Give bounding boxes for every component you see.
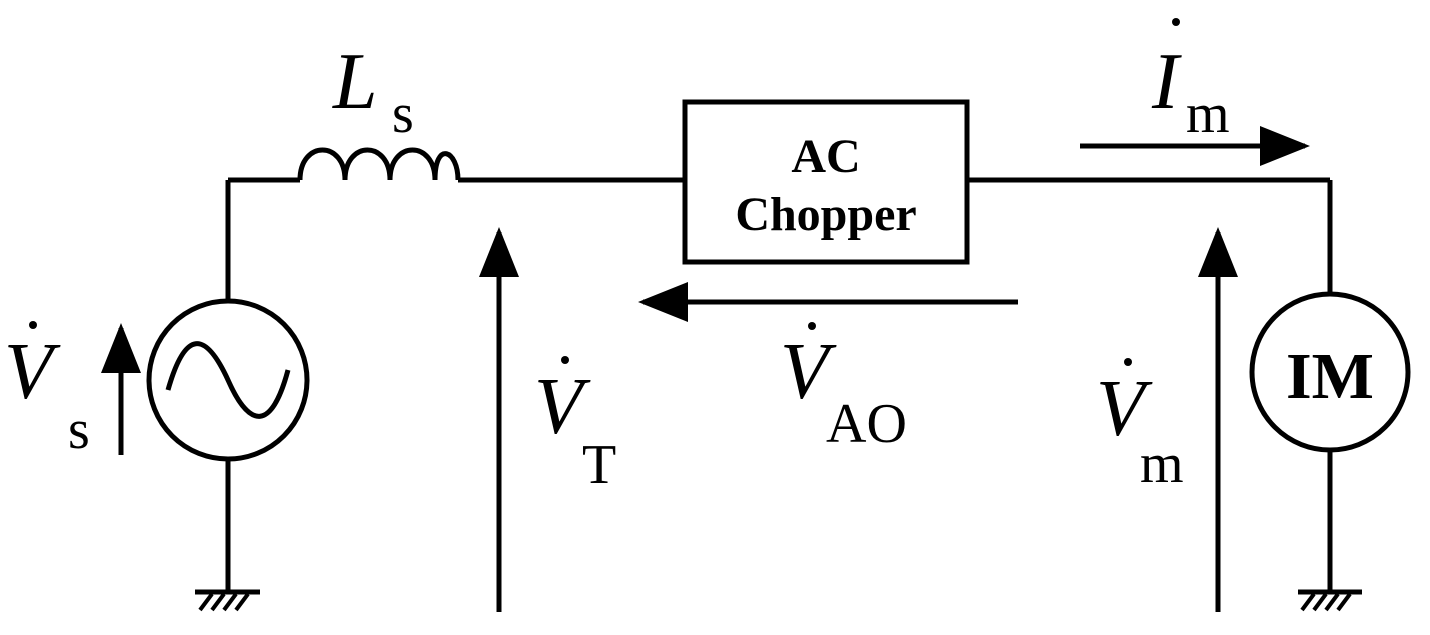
motor-voltage-symbol: V xyxy=(1096,365,1153,453)
chopper-label-line2: Chopper xyxy=(735,188,916,241)
chopper-voltage-symbol: V xyxy=(780,328,837,416)
motor-voltage-subscript: m xyxy=(1140,433,1184,495)
current-symbol: I xyxy=(1151,38,1182,126)
phasor-dot-im xyxy=(1172,18,1180,26)
inductor-coil xyxy=(297,147,461,181)
motor-label: IM xyxy=(1286,340,1374,413)
phasor-dot-vm xyxy=(1124,358,1132,366)
source-voltage-subscript: s xyxy=(68,399,90,461)
phasor-dot-vs xyxy=(29,321,37,329)
phasor-dot-vt xyxy=(561,356,569,364)
phasor-dot-vao xyxy=(808,322,816,330)
chopper-label-line1: AC xyxy=(791,130,860,183)
chopper-voltage-subscript: AO xyxy=(826,393,907,455)
inductor-subscript: s xyxy=(392,83,414,145)
ground-icon-left xyxy=(195,589,260,612)
source-voltage-symbol: V xyxy=(4,328,61,416)
induction-motor-circle xyxy=(1249,291,1411,453)
ac-source-circle xyxy=(146,298,310,462)
terminal-voltage-symbol: V xyxy=(534,363,591,451)
sine-wave-icon xyxy=(165,341,291,419)
inductor-symbol: L xyxy=(332,38,378,126)
terminal-voltage-subscript: T xyxy=(582,434,616,496)
current-subscript: m xyxy=(1186,83,1230,145)
ground-icon-right xyxy=(1298,589,1362,612)
